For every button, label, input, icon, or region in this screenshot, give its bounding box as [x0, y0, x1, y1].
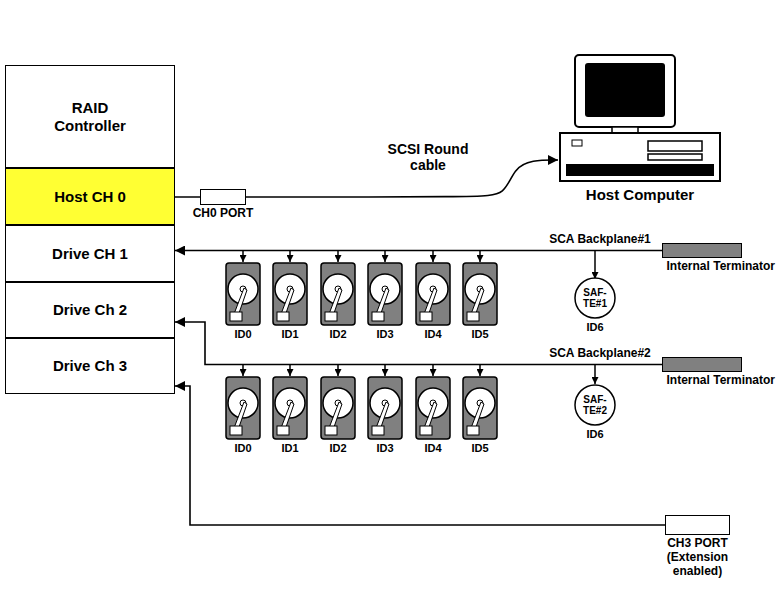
tap-line	[337, 251, 339, 262]
outside-label-group: ID6	[586, 321, 603, 334]
outside-label-group: CH3 PORT(Extension enabled)	[653, 537, 743, 578]
tap-line	[479, 251, 481, 262]
node-text: SAF- TE#1	[581, 287, 609, 310]
channel-box: Drive Ch 2	[5, 282, 175, 338]
node-label: (Extension enabled)	[653, 551, 743, 579]
node-text: Drive Ch 2	[53, 301, 127, 318]
drive-id-label: ID5	[469, 328, 490, 341]
terminator: Internal Terminator	[662, 243, 742, 258]
node-label: ID6	[586, 321, 603, 334]
disk-drive	[368, 377, 402, 439]
drive-id-label: ID3	[374, 442, 395, 455]
disk-drive	[226, 263, 260, 325]
tap-line	[432, 365, 434, 376]
safte-circle: SAF- TE#1ID6	[574, 277, 616, 319]
controller-box: RAID Controller	[5, 65, 175, 168]
computer-illustration	[560, 55, 720, 181]
node-text: SAF- TE#2	[581, 394, 609, 417]
node-label: ID6	[586, 428, 603, 441]
host-computer: Host Computer	[558, 55, 722, 183]
drive-id-label: ID2	[327, 328, 348, 341]
node-text: Host CH 0	[54, 188, 126, 205]
tap-line	[289, 365, 291, 376]
disk-drive	[463, 263, 497, 325]
port-connector: CH0 PORT	[200, 189, 246, 205]
backplane-taps	[243, 251, 595, 279]
circle-shape	[575, 278, 615, 318]
tap-line	[594, 251, 596, 279]
safte-circle: SAF- TE#2ID6	[574, 384, 616, 426]
power-button	[572, 140, 582, 146]
node-label: Internal Terminator	[667, 374, 775, 388]
outside-label-group: ID6	[586, 428, 603, 441]
drive-id-label: ID0	[232, 328, 253, 341]
node-text: Drive CH 1	[52, 245, 128, 262]
monitor	[575, 55, 675, 127]
channel-box: Drive CH 1	[5, 225, 175, 282]
tap-line	[384, 251, 386, 262]
cable-connector	[175, 250, 662, 252]
port-connector: CH3 PORT(Extension enabled)	[665, 515, 730, 535]
monitor-screen	[585, 63, 665, 117]
node-label: Host Computer	[586, 186, 694, 203]
outside-label-group: Host Computer	[586, 186, 694, 203]
cable-connector	[175, 322, 662, 365]
drive-id-label: ID5	[469, 442, 490, 455]
tap-line	[432, 251, 434, 262]
tap-line	[479, 365, 481, 376]
outside-label-group: Internal Terminator	[667, 374, 775, 388]
disk-drive	[463, 377, 497, 439]
cable-label: SCA Backplane#1	[547, 233, 653, 247]
outside-label-group: CH0 PORT	[193, 207, 254, 221]
drive-bay	[648, 154, 702, 160]
outside-label-group: Internal Terminator	[667, 260, 775, 274]
node-label: CH3 PORT	[653, 537, 743, 551]
node-text: RAID Controller	[35, 99, 145, 134]
drive-id-label: ID4	[422, 442, 443, 455]
disk-drive	[321, 377, 355, 439]
cable-connector	[175, 386, 665, 525]
disk-drive	[321, 263, 355, 325]
disk-drive	[416, 377, 450, 439]
terminator: Internal Terminator	[662, 357, 742, 372]
channel-box: Host CH 0	[5, 168, 175, 225]
disk-drive	[273, 263, 307, 325]
cable-label: SCA Backplane#2	[547, 347, 653, 361]
tap-line	[384, 365, 386, 376]
tap-line	[242, 251, 244, 262]
tap-line	[242, 365, 244, 376]
system-unit	[560, 133, 720, 181]
tap-line	[289, 251, 291, 262]
disk-drive	[273, 377, 307, 439]
backplane-taps	[243, 365, 595, 384]
drive-id-label: ID1	[279, 328, 300, 341]
node-label: CH0 PORT	[193, 207, 254, 221]
tap-line	[594, 365, 596, 384]
drive-id-label: ID1	[279, 442, 300, 455]
circle-shape	[575, 385, 615, 425]
drive-id-label: ID0	[232, 442, 253, 455]
tap-line	[337, 365, 339, 376]
node-label: Internal Terminator	[667, 260, 775, 274]
drive-id-label: ID3	[374, 328, 395, 341]
drive-bay	[648, 141, 702, 151]
disk-drive	[416, 263, 450, 325]
disk-drive	[368, 263, 402, 325]
system-unit-band	[566, 164, 714, 176]
drive-id-label: ID2	[327, 442, 348, 455]
disk-drive	[226, 377, 260, 439]
drive-id-label: ID4	[422, 328, 443, 341]
channel-box: Drive Ch 3	[5, 338, 175, 394]
node-text: Drive Ch 3	[53, 357, 127, 374]
cable-label: SCSI Round cable	[376, 141, 480, 173]
